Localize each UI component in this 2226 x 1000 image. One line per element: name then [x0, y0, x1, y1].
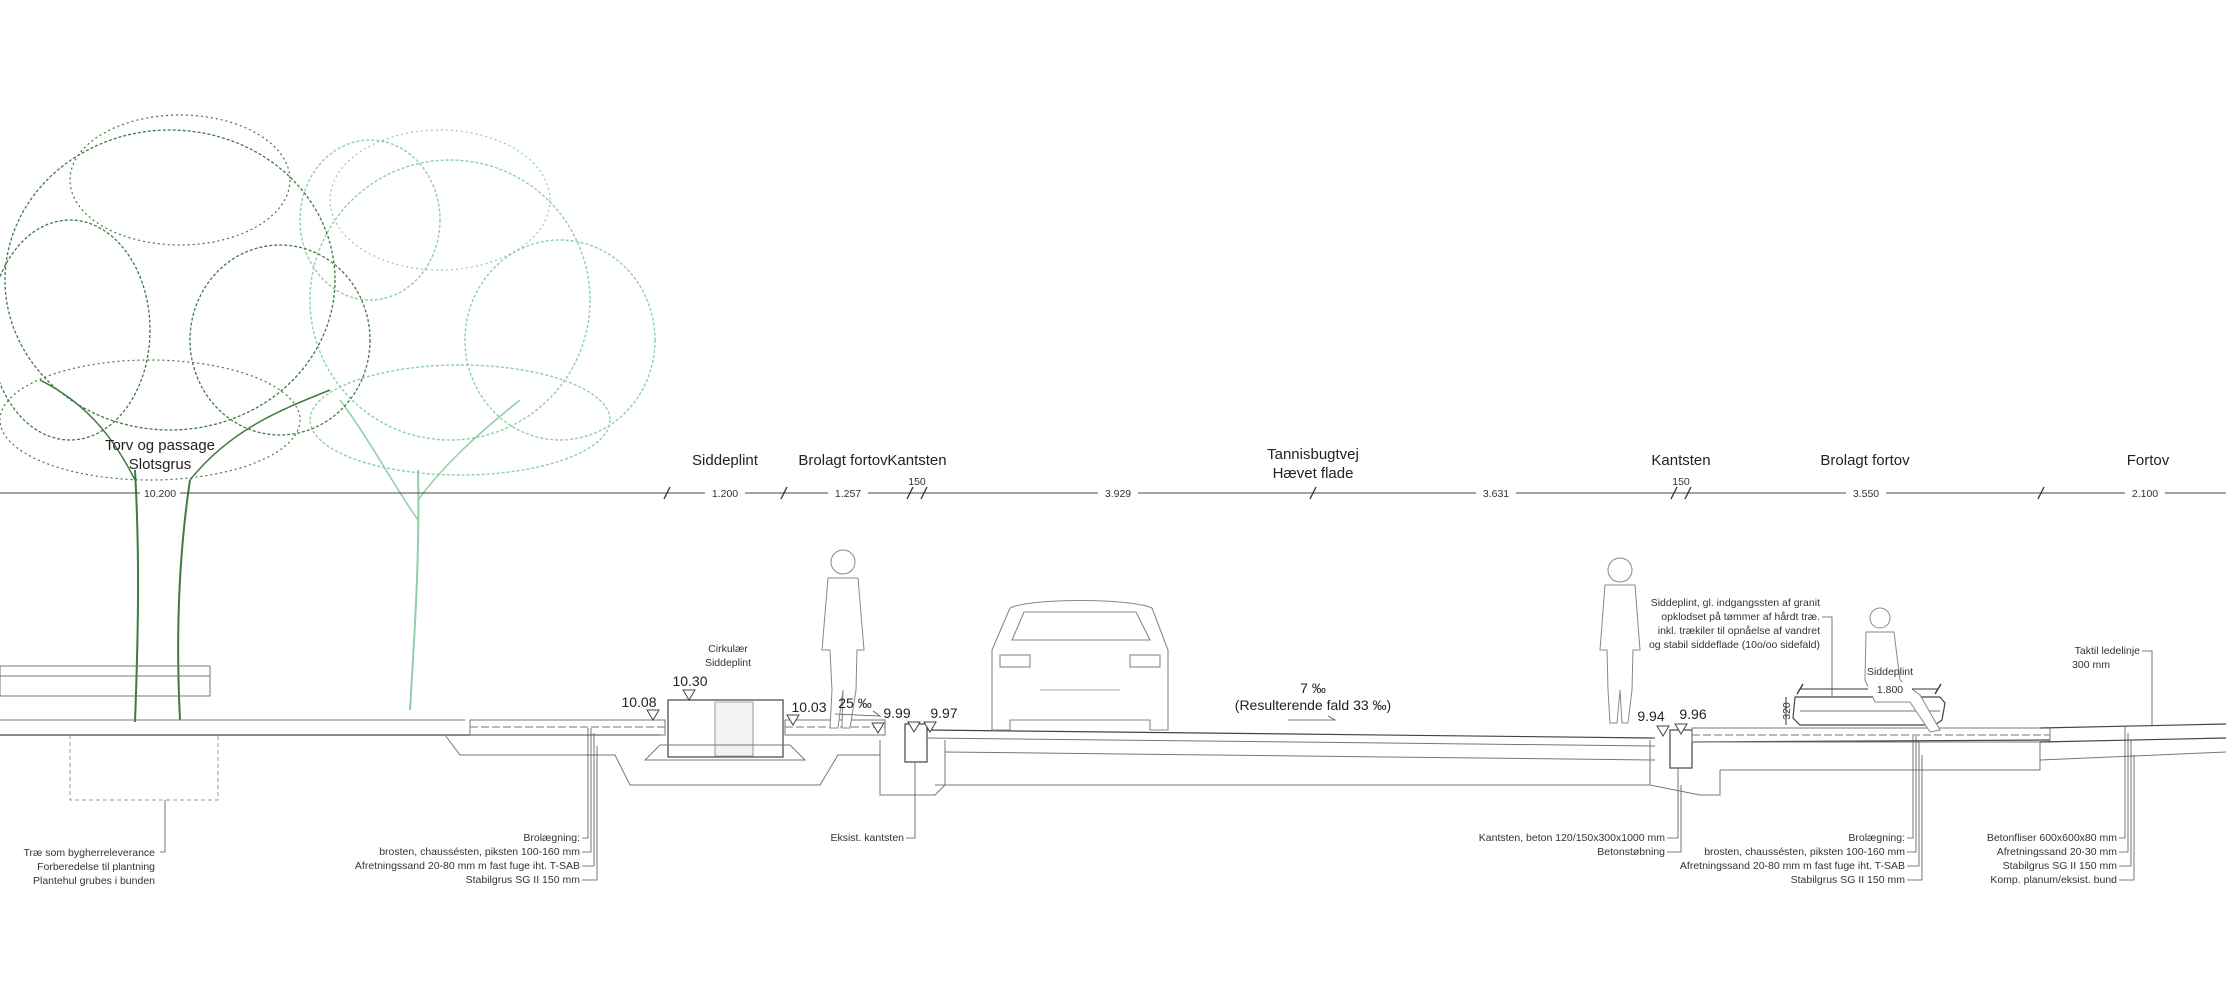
elevation-markers: [646, 689, 1688, 737]
dimension-bench-height: 320: [1781, 702, 1793, 720]
zone-kantsten-right: Kantsten: [1651, 452, 1710, 469]
note-siddeplint-right-label: Siddeplint: [1867, 666, 1913, 678]
note-beton-1: Betonfliser 600x600x80 mm: [1987, 832, 2117, 844]
note-bro-left-1: Brolægning:: [523, 832, 580, 844]
dimension-brolagt-right: 3.550: [1853, 488, 1879, 500]
elevation-999: 9.99: [883, 705, 910, 721]
note-siddeplint-right-1: Siddeplint, gl. indgangssten af granit: [1651, 597, 1820, 609]
zone-torv-title: Torv og passage: [105, 437, 215, 454]
slope-left-walk: 25 ‰: [838, 695, 871, 711]
note-taktil: Taktil ledelinje: [2075, 645, 2141, 657]
dimension-kantsten-left: 150: [908, 476, 926, 488]
note-bro-right-1: Brolægning:: [1848, 832, 1905, 844]
elevation-994: 9.94: [1637, 708, 1664, 724]
note-bro-right-4: Stabilgrus SG II 150 mm: [1791, 874, 1906, 886]
note-siddeplint-right-3: inkl. trækiler til opnåelse af vandret: [1658, 625, 1820, 637]
dimension-brolagt-left: 1.257: [835, 488, 861, 500]
zone-kantsten-left: Kantsten: [887, 452, 946, 469]
note-tree-2: Forberedelse til plantning: [37, 861, 155, 873]
car-icon: [991, 599, 1169, 731]
note-cirkular-siddeplint: Siddeplint: [705, 657, 751, 669]
dimension-road-left: 3.929: [1105, 488, 1131, 500]
elevation-1003: 10.03: [791, 699, 826, 715]
note-siddeplint-right-4: og stabil siddeflade (10o/oo sidefald): [1649, 639, 1820, 651]
person-left-icon: [821, 549, 865, 729]
elevation-997: 9.97: [930, 705, 957, 721]
note-bro-left-2: brosten, chaussésten, piksten 100-160 mm: [379, 846, 580, 858]
slope-road: 7 ‰: [1300, 680, 1326, 696]
note-bro-right-3: Afretningssand 20-80 mm m fast fuge iht.…: [1680, 860, 1905, 872]
person-right-icon: [1599, 557, 1641, 724]
zone-siddeplint: Siddeplint: [692, 452, 759, 469]
note-beton-3: Stabilgrus SG II 150 mm: [2003, 860, 2118, 872]
elevation-1008: 10.08: [621, 694, 656, 710]
note-tree-3: Plantehul grubes i bunden: [33, 875, 155, 887]
dimension-fortov: 2.100: [2132, 488, 2158, 500]
dimension-bench-width: 1.800: [1877, 684, 1903, 696]
note-beton-4: Komp. planum/eksist. bund: [1990, 874, 2117, 886]
slope-road-resulting: (Resulterende fald 33 ‰): [1235, 697, 1391, 713]
note-kantsten-right-1: Kantsten, beton 120/150x300x1000 mm: [1479, 832, 1665, 844]
note-eksist-kantsten: Eksist. kantsten: [830, 832, 904, 844]
zone-fortov: Fortov: [2127, 452, 2170, 469]
note-bro-left-4: Stabilgrus SG II 150 mm: [466, 874, 581, 886]
note-tree-1: Træ som bygherreleverance: [24, 847, 156, 859]
note-bro-left-3: Afretningssand 20-80 mm m fast fuge iht.…: [355, 860, 580, 872]
note-siddeplint-right-2: opklodset på tømmer af hårdt træ.: [1661, 611, 1820, 623]
note-taktil-size: 300 mm: [2072, 659, 2110, 671]
note-beton-2: Afretningssand 20-30 mm: [1997, 846, 2117, 858]
ground-section: [0, 665, 2226, 801]
zone-torv-subtitle: Slotsgrus: [129, 456, 192, 473]
note-bro-right-2: brosten, chaussésten, piksten 100-160 mm: [1704, 846, 1905, 858]
zone-road-title: Tannisbugtvej: [1267, 446, 1359, 463]
dimension-torv: 10.200: [144, 488, 176, 500]
note-cirkular: Cirkulær: [708, 643, 748, 655]
zone-brolagt-left: Brolagt fortov: [798, 452, 888, 469]
elevation-1030: 10.30: [672, 673, 707, 689]
tree-light-icon: [299, 129, 656, 711]
dimension-siddeplint: 1.200: [712, 488, 738, 500]
elevation-996: 9.96: [1679, 706, 1706, 722]
dimension-line: [0, 486, 2226, 500]
dimension-kantsten-right: 150: [1672, 476, 1690, 488]
note-kantsten-right-2: Betonstøbning: [1597, 846, 1665, 858]
tree-dark-icon: [0, 114, 371, 723]
zone-brolagt-right: Brolagt fortov: [1820, 452, 1910, 469]
dimension-road-right: 3.631: [1483, 488, 1509, 500]
zone-road-subtitle: Hævet flade: [1273, 465, 1354, 482]
